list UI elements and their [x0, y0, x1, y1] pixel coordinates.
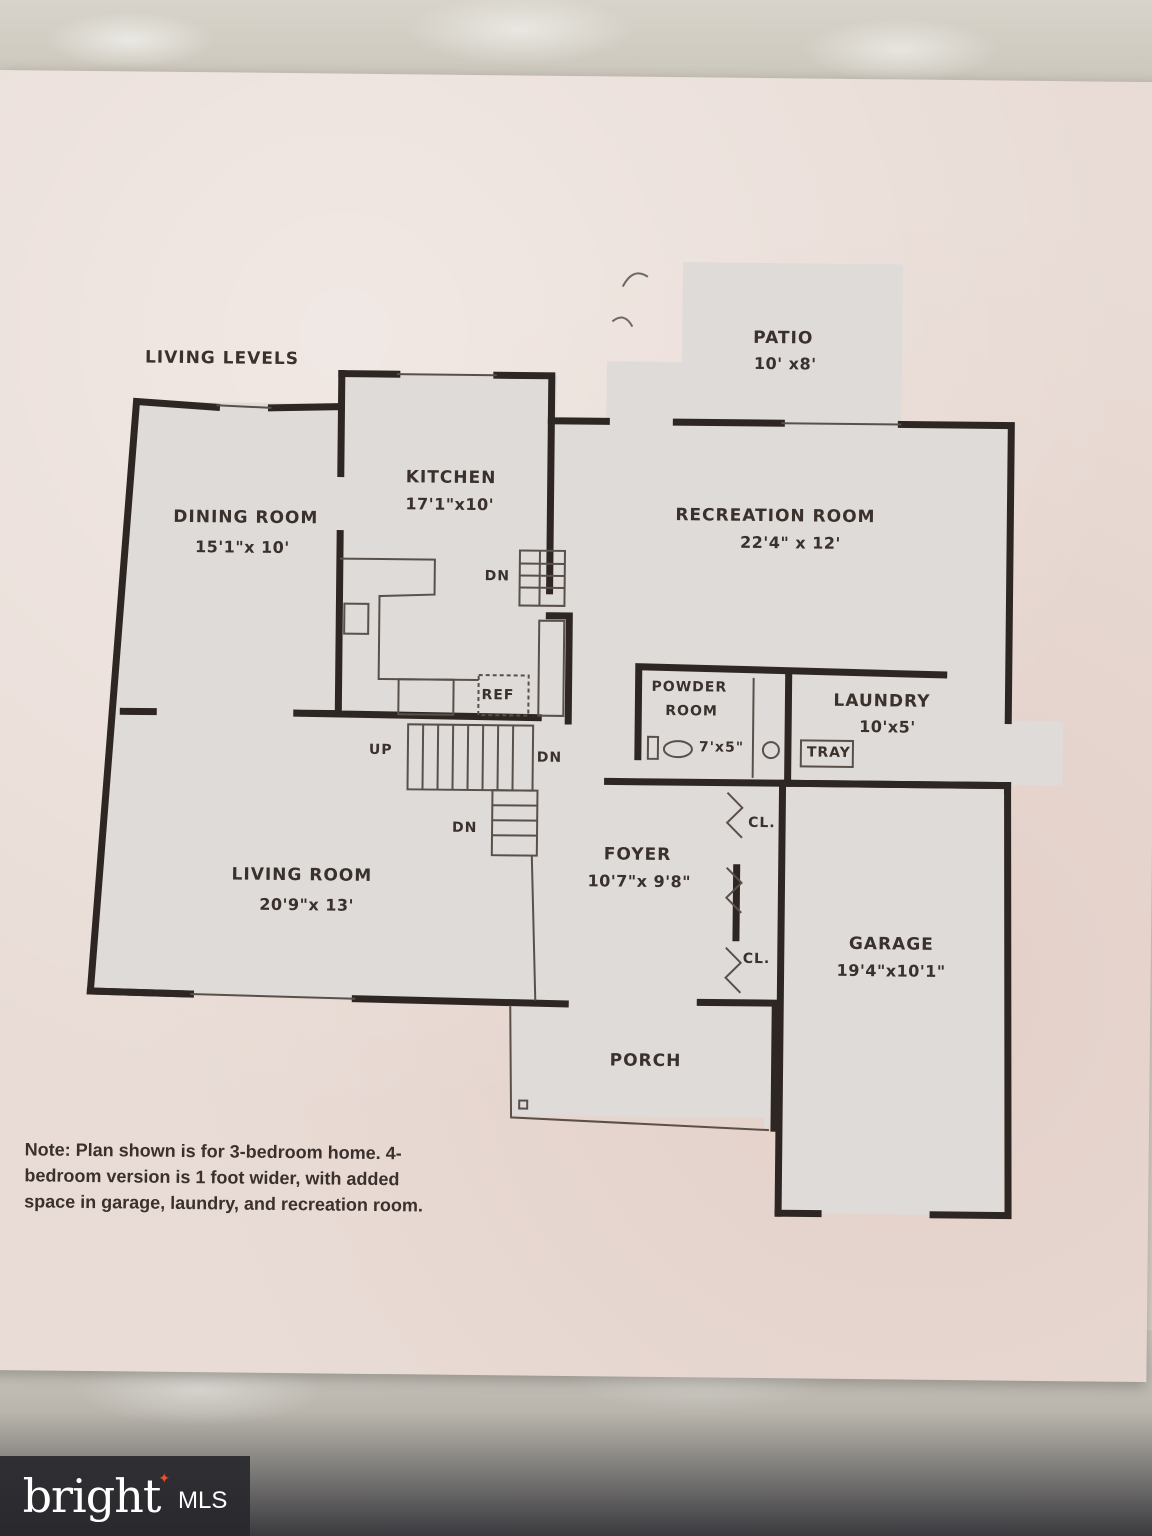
recreation-room-label: RECREATION ROOM	[675, 505, 876, 528]
main-floor	[90, 373, 1064, 1216]
dining-room-dimensions: 15'1"x 10'	[194, 537, 290, 558]
stairs-down-label: DN	[536, 749, 563, 766]
garage-label: GARAGE	[848, 933, 934, 955]
stairs-up-label: UP	[368, 741, 393, 759]
powder-room-label-line2: ROOM	[665, 703, 718, 720]
star-icon: ✦	[158, 1469, 171, 1486]
pencil-marks	[611, 272, 649, 328]
brochure-page: LIVING LEVELS PATIO 10' x8' KITCHEN 17'1…	[0, 70, 1152, 1383]
laundry-dimensions: 10'x5'	[859, 717, 916, 737]
refrigerator-label: REF	[481, 687, 515, 704]
powder-room-dimensions: 7'x5"	[698, 739, 745, 756]
recreation-room-dimensions: 22'4" x 12'	[739, 532, 841, 553]
lower-stairs-down-label: DN	[452, 819, 478, 837]
kitchen-stairs-down-label: DN	[484, 568, 511, 585]
patio-dimensions: 10' x8'	[753, 353, 817, 374]
walls	[86, 370, 1015, 1220]
closet-label-upper: CL.	[748, 814, 776, 832]
powder-room-label-line1: POWDER	[651, 678, 728, 696]
watermark-logo: bright ✦ MLS	[0, 1456, 250, 1536]
watermark-suffix: MLS	[178, 1487, 228, 1514]
foyer-dimensions: 10'7"x 9'8"	[587, 871, 692, 892]
living-levels-heading: LIVING LEVELS	[144, 347, 300, 370]
dining-room-label: DINING ROOM	[173, 506, 319, 529]
garage-dimensions: 19'4"x10'1"	[836, 960, 946, 981]
floor-plan	[86, 262, 1064, 1220]
foyer-label: FOYER	[603, 844, 672, 866]
laundry-label: LAUNDRY	[833, 690, 931, 712]
fixtures-lines	[190, 373, 902, 1132]
patio-label: PATIO	[753, 327, 814, 349]
watermark-brand: bright	[22, 1469, 162, 1523]
closet-label-lower: CL.	[742, 950, 771, 968]
patio-floor	[606, 262, 904, 425]
room-floors	[90, 262, 1064, 1216]
kitchen-dimensions: 17'1"x10'	[405, 494, 495, 515]
laundry-tray-label: TRAY	[806, 744, 851, 761]
living-room-dimensions: 20'9"x 13'	[259, 894, 355, 915]
porch-label: PORCH	[609, 1050, 682, 1072]
living-room-label: LIVING ROOM	[231, 864, 373, 886]
kitchen-label: KITCHEN	[405, 467, 497, 489]
plan-note: Note: Plan shown is for 3-bedroom home. …	[24, 1139, 424, 1216]
